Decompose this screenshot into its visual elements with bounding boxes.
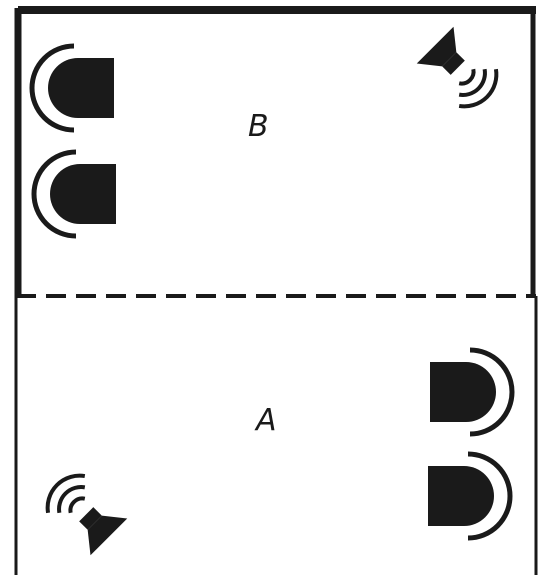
microphone-icon	[31, 149, 116, 239]
microphone-icon	[428, 451, 513, 541]
zone-label-upper: B	[248, 109, 269, 144]
speaker-icon	[45, 473, 128, 556]
zone-label-lower: A	[254, 403, 277, 438]
microphone-icon	[29, 43, 114, 133]
microphone-icon	[430, 347, 515, 437]
speaker-icon	[416, 26, 499, 109]
room-outline	[14, 6, 538, 575]
